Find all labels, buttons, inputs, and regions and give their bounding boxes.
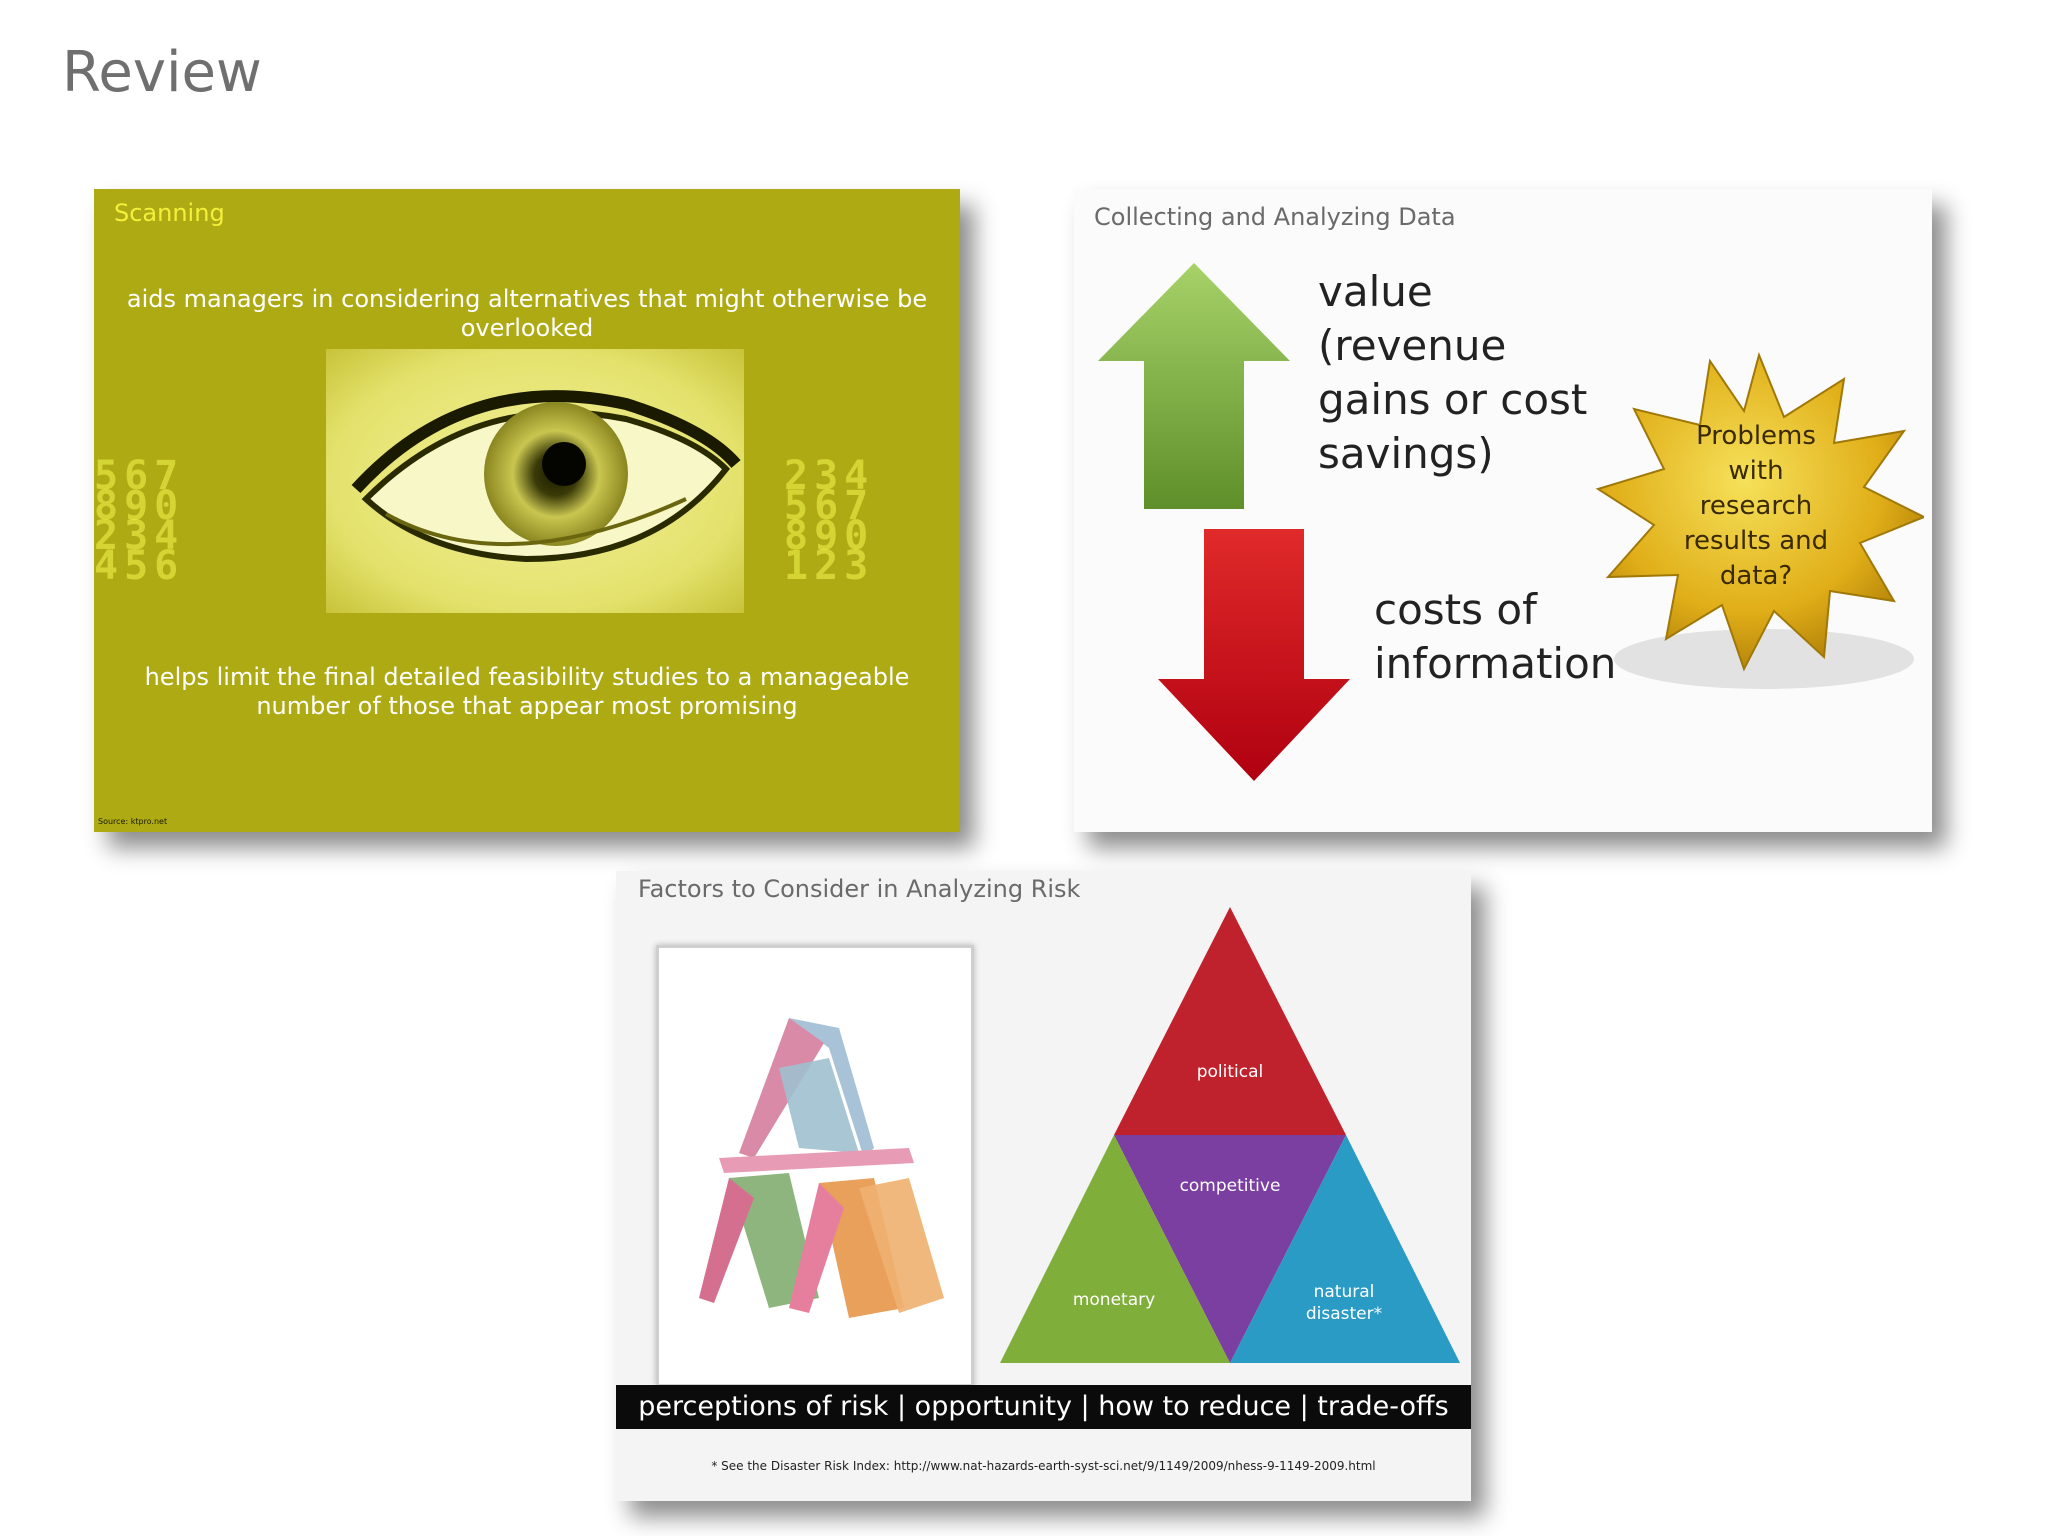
- digits-right: 234 567 890 123: [784, 453, 875, 589]
- eye-image: [326, 349, 744, 613]
- slide-title: Scanning: [114, 199, 225, 227]
- up-arrow-icon: [1098, 263, 1290, 509]
- slide-title: Factors to Consider in Analyzing Risk: [638, 875, 1081, 903]
- house-of-cards-image: [659, 948, 971, 1384]
- triangle-competitive-label: competitive: [1180, 1176, 1281, 1196]
- triangle-monetary-label: monetary: [1073, 1290, 1155, 1310]
- risk-factor-triangle: political competitive monetary natural d…: [1000, 907, 1460, 1363]
- slide-text-top: aids managers in considering alternative…: [126, 285, 928, 342]
- bottom-bar-text: perceptions of risk | opportunity | how …: [638, 1391, 1449, 1422]
- digits-left: 567 890 234 456: [94, 453, 185, 589]
- slide-scanning: Scanning aids managers in considering al…: [94, 189, 960, 832]
- starburst-icon: [1595, 351, 1924, 689]
- footnote: * See the Disaster Risk Index: http://ww…: [711, 1459, 1376, 1473]
- triangle-natural-label: natural: [1314, 1282, 1375, 1302]
- costs-label: costs of information: [1374, 585, 1617, 688]
- starburst-text: Problems with research results and data?: [1683, 421, 1829, 591]
- slide-analyzing-risk: Factors to Consider in Analyzing Risk po…: [616, 871, 1471, 1501]
- triangle-political-label: political: [1197, 1062, 1264, 1082]
- slide-title: Collecting and Analyzing Data: [1094, 203, 1456, 231]
- slide-text-bottom: helps limit the final detailed feasibili…: [144, 663, 910, 720]
- slide-collecting-data: Collecting and Analyzing Data value (rev…: [1074, 189, 1932, 832]
- triangle-disaster-label: disaster*: [1306, 1304, 1382, 1324]
- bottom-bar: perceptions of risk | opportunity | how …: [616, 1385, 1471, 1429]
- house-of-cards-photo: [656, 945, 974, 1387]
- page-title: Review: [62, 40, 262, 105]
- value-label: value (revenue gains or cost savings): [1318, 267, 1588, 478]
- source-note: Source: ktpro.net: [98, 817, 168, 826]
- down-arrow-icon: [1158, 529, 1350, 781]
